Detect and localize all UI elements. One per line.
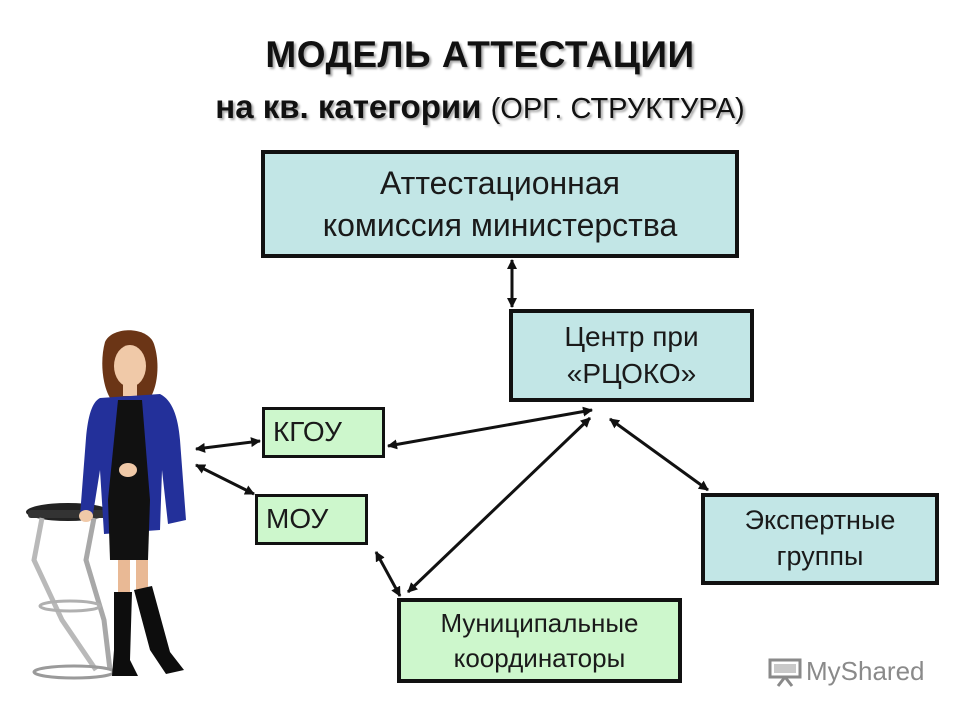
kgou-box: КГОУ <box>262 407 385 458</box>
bar-stool-icon <box>26 503 116 680</box>
teacher-illustration <box>26 330 186 680</box>
arrow-coords-center <box>406 416 592 594</box>
arrow-kgou-center <box>387 406 593 450</box>
experts-box: Экспертные группы <box>701 493 939 585</box>
arrow-person-mou <box>195 463 255 496</box>
subtitle-normal: (ОРГ. СТРУКТУРА) <box>490 93 745 125</box>
arrow-center-experts <box>609 417 709 492</box>
arrow-mou-coords <box>374 551 402 597</box>
commission-box: Аттестационная комиссия министерства <box>261 150 739 258</box>
presentation-board-icon <box>768 658 802 687</box>
subtitle-bold: на кв. категории <box>215 88 482 125</box>
slide-title: МОДЕЛЬ АТТЕСТАЦИИ <box>265 34 695 75</box>
watermark: MyShared <box>768 656 925 687</box>
watermark-text: MyShared <box>806 656 925 686</box>
arrow-person-kgou <box>195 437 261 453</box>
coordinators-box: Муниципальные координаторы <box>397 598 682 683</box>
center-box: Центр при «РЦОКО» <box>509 309 754 402</box>
slide-subtitle: на кв. категории (ОРГ. СТРУКТУРА) <box>0 88 960 126</box>
mou-box: МОУ <box>255 494 368 545</box>
